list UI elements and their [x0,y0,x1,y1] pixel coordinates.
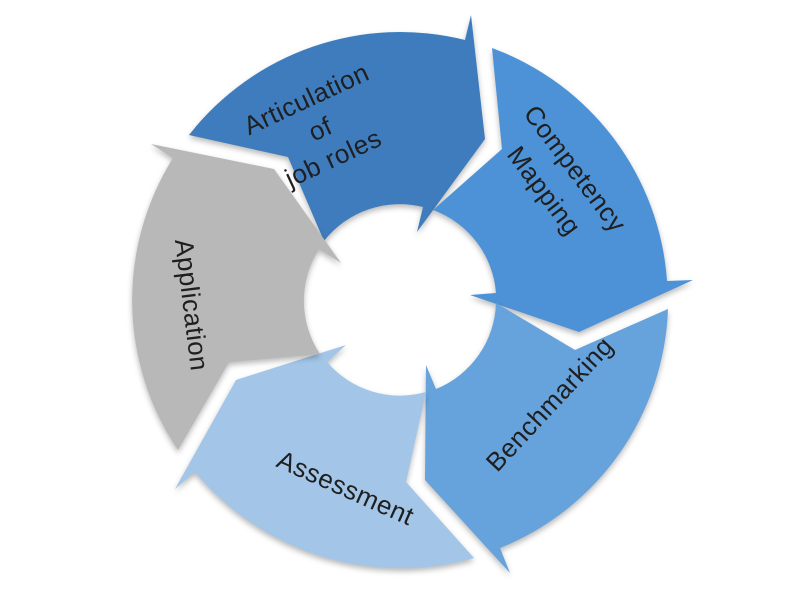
segment-application-arrow [132,144,341,450]
segment-articulation-arrow [189,15,485,241]
segment-assessment-arrow [175,345,474,569]
segment-benchmarking-arrow [425,303,668,573]
segment-competency-arrow [433,48,693,332]
